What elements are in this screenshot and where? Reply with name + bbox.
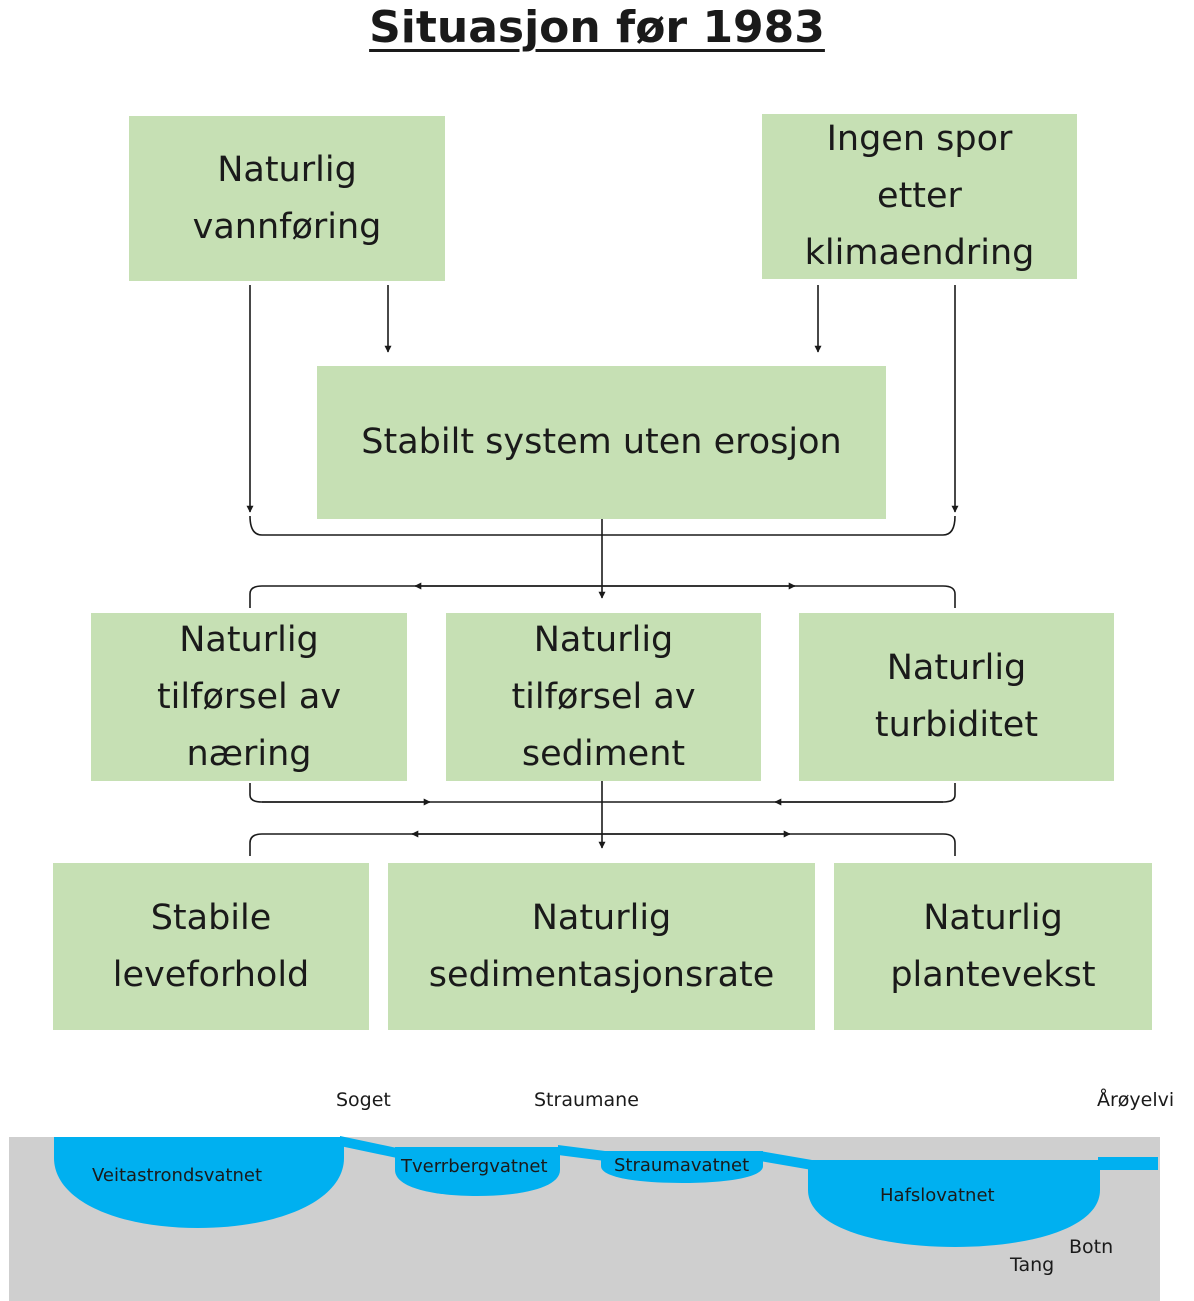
box-natural-plant-growth: Naturlig plantevekst <box>834 863 1152 1030</box>
river-aroyelvi <box>1098 1157 1158 1170</box>
lake-label-straumavatnet: Straumavatnet <box>614 1155 750 1176</box>
box-natural-turbidity: Naturlig turbiditet <box>799 613 1114 781</box>
box-stable-living-conditions: Stabile leveforhold <box>53 863 369 1030</box>
box-no-climate-change: Ingen spor etter klimaendring <box>762 114 1077 279</box>
place-label-botn: Botn <box>1069 1236 1114 1258</box>
box-natural-sedimentation-rate: Naturlig sedimentasjonsrate <box>388 863 815 1030</box>
lake-hafslovatnet <box>808 1160 1100 1247</box>
box-natural-nutrient-supply: Naturlig tilførsel av næring <box>91 613 407 781</box>
lake-veitastrondsvatnet <box>54 1137 344 1228</box>
box-stable-system: Stabilt system uten erosjon <box>317 366 886 519</box>
lake-label-hafslovatnet: Hafslovatnet <box>880 1185 995 1206</box>
place-label-straumane: Straumane <box>534 1089 639 1111</box>
river-soget <box>340 1136 397 1158</box>
lake-label-tverrbergvatnet: Tverrbergvatnet <box>401 1156 548 1177</box>
lake-tverrbergvatnet <box>395 1147 560 1196</box>
box-natural-sediment-supply: Naturlig tilførsel av sediment <box>446 613 761 781</box>
place-label-tang: Tang <box>1010 1254 1055 1276</box>
place-label-aroyelvi: Årøyelvi <box>1097 1089 1175 1111</box>
lake-label-veitastrondsvatnet: Veitastrondsvatnet <box>92 1165 263 1186</box>
diagram-title: Situasjon før 1983 <box>369 2 825 53</box>
river-straumane <box>558 1145 605 1161</box>
river-hafslo-inlet <box>760 1151 812 1170</box>
lake-straumavatnet <box>601 1151 763 1183</box>
place-label-soget: Soget <box>336 1089 391 1111</box>
box-natural-water-flow: Naturlig vannføring <box>129 116 445 281</box>
